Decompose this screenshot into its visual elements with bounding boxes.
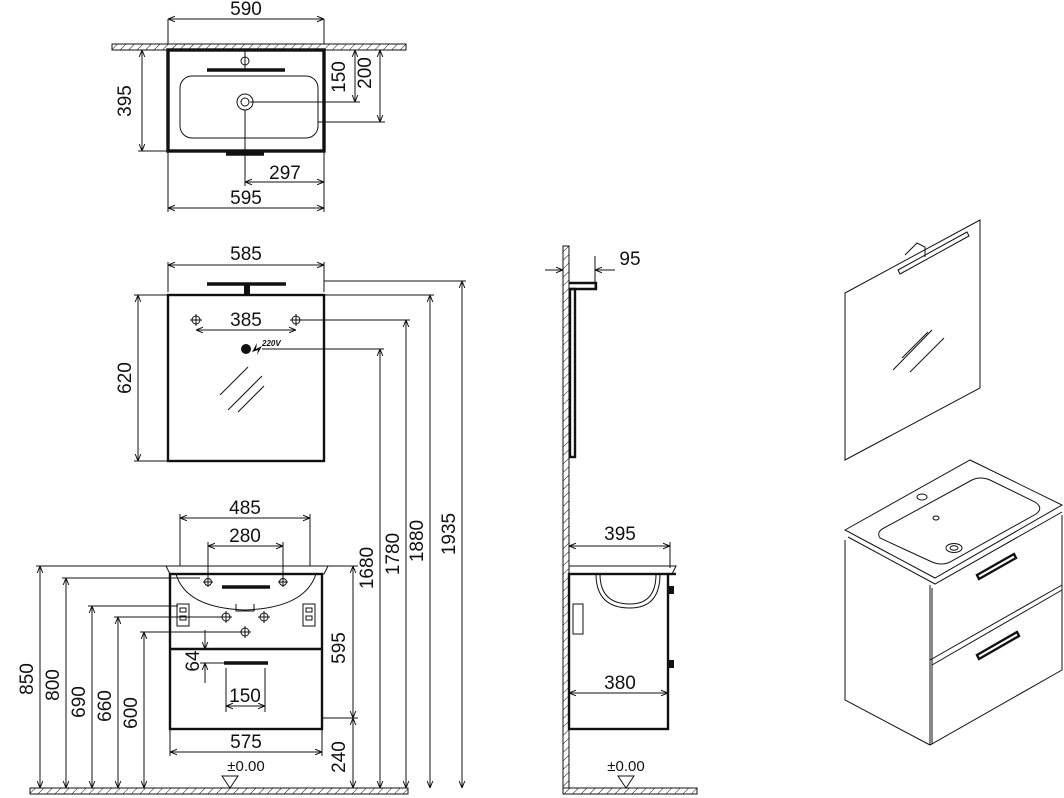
floor-level-symbol-side [617, 775, 635, 789]
top-outline [166, 48, 326, 153]
dim-1935: 1935 [439, 513, 460, 555]
isometric-view [843, 219, 1064, 746]
mirror-lamp-side [569, 281, 598, 291]
voltage-label: 220V [261, 339, 281, 348]
dim-850: 850 [17, 663, 38, 695]
drawer-split-3d [929, 584, 1063, 661]
wall-bracket-left [176, 603, 190, 627]
dim-595-vertical: 595 [329, 632, 350, 664]
mirror-side [568, 287, 577, 459]
dim-585: 585 [230, 244, 262, 265]
mirror-glare-3d-1 [892, 329, 933, 371]
dim-620: 620 [115, 362, 136, 394]
dim-485: 485 [229, 498, 261, 519]
floor-side [562, 787, 698, 795]
mirror-glare-1 [219, 366, 249, 396]
dim-95: 95 [619, 249, 640, 270]
power-outlet-icon [241, 344, 251, 354]
side-view: 95 395 380 ±0.00 [545, 245, 698, 795]
dim-240: 240 [329, 741, 350, 773]
dim-600: 600 [121, 697, 142, 729]
floor-level-symbol [221, 775, 239, 789]
basin-rim [165, 565, 329, 575]
dim-380: 380 [604, 673, 636, 694]
lightning-icon [252, 343, 262, 355]
dim-385: 385 [230, 310, 262, 331]
mirror-front-view: 585 385 220V 620 [115, 244, 326, 463]
cabinet-3d [844, 515, 1063, 746]
plumbing-hole-2 [258, 611, 270, 623]
dim-800: 800 [43, 669, 64, 701]
mirror-3d [844, 219, 981, 461]
lamp-3d [897, 231, 970, 275]
dim-395-side: 395 [604, 524, 636, 545]
top-handle-3d [975, 552, 1018, 581]
mirror-glare-2 [227, 375, 263, 411]
basin-bowl-3d [878, 477, 1041, 565]
floor-front [29, 787, 409, 795]
dim-297: 297 [269, 163, 301, 184]
top-view: 590 395 150 200 297 595 [111, 0, 407, 212]
cabinet-body [168, 572, 324, 731]
dim-590: 590 [230, 0, 262, 20]
wall-bracket-right [302, 603, 316, 627]
dim-575: 575 [230, 732, 262, 753]
lamp-bracket [244, 285, 250, 295]
dim-200-top: 200 [355, 57, 376, 89]
floor-level-label: ±0.00 [227, 758, 264, 775]
siphon [235, 604, 255, 612]
dim-395-top: 395 [115, 85, 136, 117]
fixing-hole-left [190, 314, 202, 326]
left-height-dimensions: 850 800 690 660 600 [17, 565, 241, 788]
dim-64: 64 [183, 650, 204, 672]
dim-660: 660 [95, 690, 116, 722]
cabinet-front-view: 485 280 [29, 498, 409, 795]
bracket-side [572, 603, 584, 635]
floor-level-label-side: ±0.00 [607, 758, 644, 775]
dim-690: 690 [69, 686, 90, 718]
bottom-handle-3d [975, 630, 1021, 661]
basin-bowl-front [175, 573, 317, 611]
fixing-hole-right [290, 314, 302, 326]
basin-top-3d [843, 459, 1064, 579]
basin-top-side [568, 565, 677, 575]
tap-hole-3d [916, 493, 928, 501]
dim-1680: 1680 [357, 547, 378, 589]
dim-1880: 1880 [407, 520, 428, 562]
basin-bowl-top [179, 75, 319, 139]
basin-hole-left [203, 577, 213, 587]
dim-280: 280 [229, 526, 261, 547]
dim-1780: 1780 [383, 533, 404, 575]
dim-150-top: 150 [329, 61, 350, 93]
handle-side-bottom [668, 660, 674, 668]
basin-bowl-side [595, 573, 661, 609]
basin-hole-right [278, 577, 288, 587]
cabinet-side [567, 572, 670, 731]
mirror-glare-3d-2 [909, 337, 945, 373]
right-height-dimensions: 1680 1780 1880 1935 [262, 280, 466, 788]
dim-595: 595 [230, 188, 262, 209]
dim-150-front: 150 [229, 686, 261, 707]
mirror-outline [166, 293, 326, 463]
drain-3d [945, 543, 963, 553]
handle-side-top [668, 586, 674, 594]
